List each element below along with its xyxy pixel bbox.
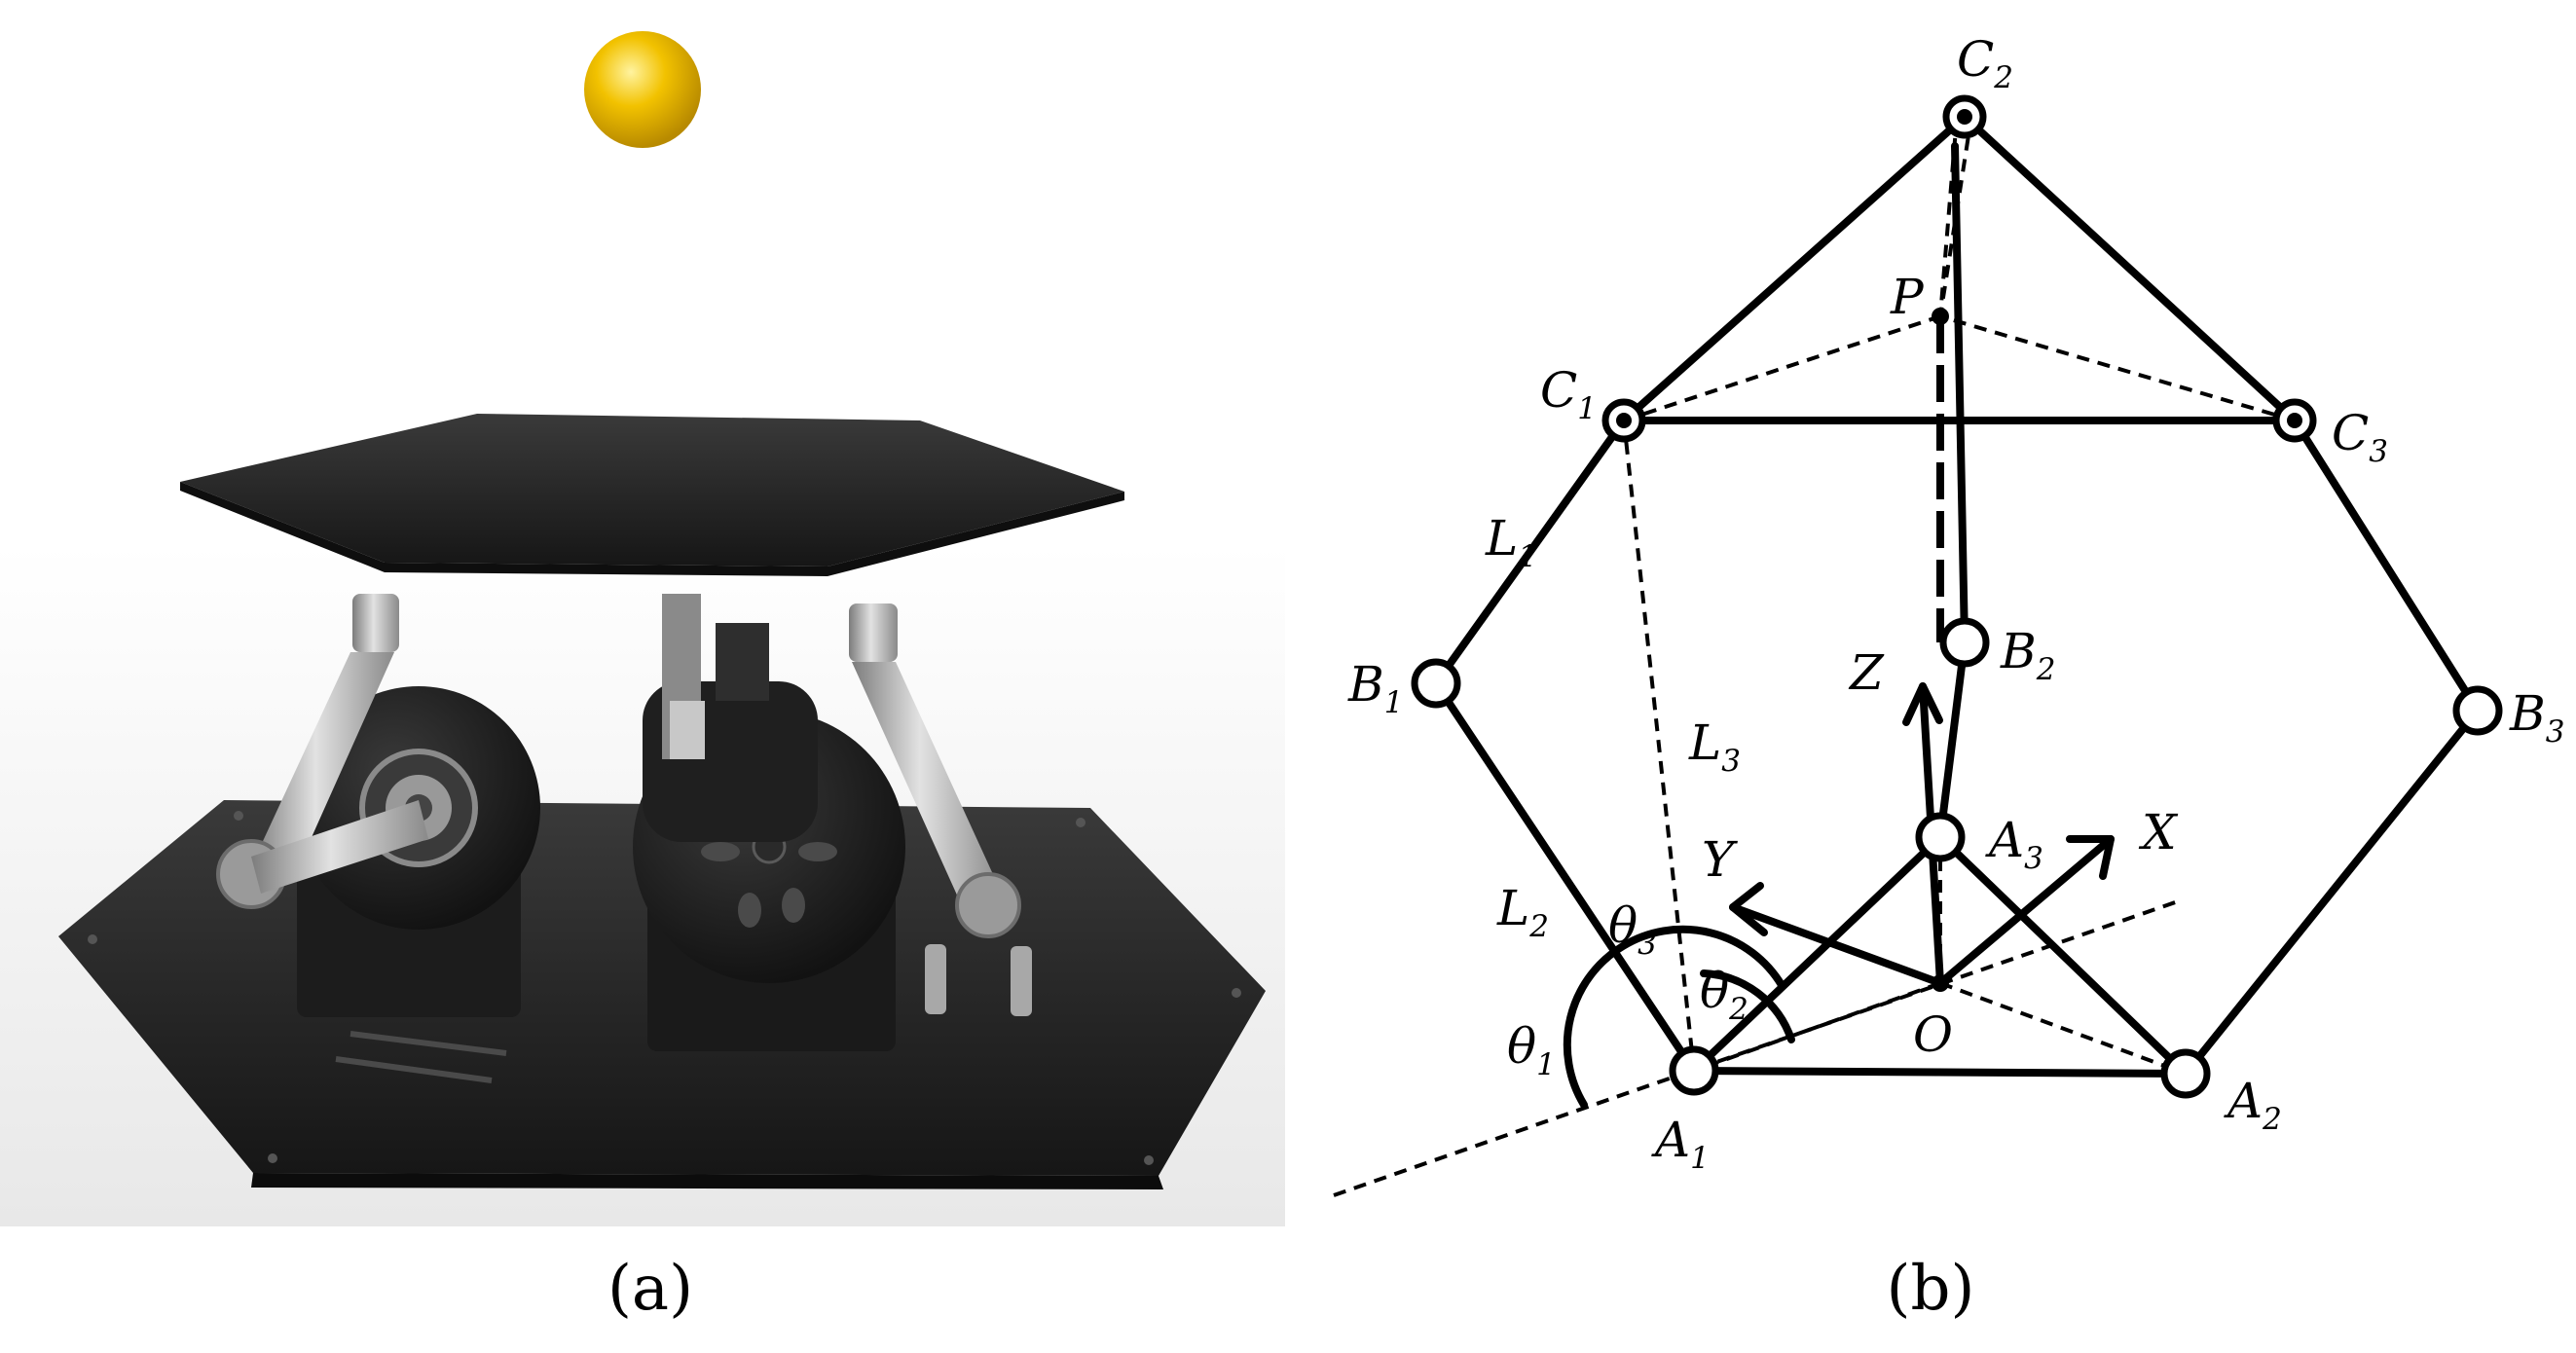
joint-b3	[2452, 685, 2503, 736]
base-plate-holes	[88, 811, 1241, 1165]
leg-right	[849, 603, 1032, 1016]
c1-vertical-dashed	[1622, 420, 1696, 1072]
x-axis	[1936, 835, 2115, 987]
label-theta1: θ1	[1507, 1018, 1556, 1082]
label-c2: C2	[1957, 31, 2013, 95]
joint-c1	[1601, 398, 1646, 443]
a1-a3-link	[1690, 833, 1944, 1075]
label-theta2: θ2	[1700, 963, 1748, 1027]
theta1-arc	[1563, 925, 1785, 1109]
point-o	[1932, 974, 1949, 992]
joint-a2	[2160, 1048, 2211, 1099]
label-b2: B2	[2000, 623, 2055, 687]
joint-b1	[1411, 658, 1461, 709]
label-a3: A3	[1985, 812, 2043, 876]
c1-p-dashed	[1623, 314, 1941, 422]
leg-left	[216, 594, 428, 909]
label-b3: B3	[2509, 685, 2564, 750]
point-p	[1932, 308, 1949, 325]
joint-c2	[1942, 94, 1987, 139]
a2-a3-link	[1936, 833, 2190, 1078]
label-a2: A2	[2224, 1073, 2282, 1137]
label-l1: L1	[1485, 510, 1537, 574]
y-axis	[1729, 903, 1944, 987]
label-c3: C3	[2332, 405, 2388, 469]
top-plate-edge	[180, 482, 1124, 576]
b2-c2-link	[1951, 142, 1969, 646]
o-a1-dashed	[1693, 981, 1941, 1073]
label-z: Z	[1848, 644, 1885, 701]
joint-a3	[1915, 812, 1966, 862]
label-c1: C1	[1540, 362, 1597, 426]
label-x: X	[2138, 804, 2179, 860]
label-a1: A1	[1651, 1112, 1710, 1176]
caption-a: (a)	[607, 1253, 693, 1325]
a3-b2-link	[1936, 639, 1969, 841]
render-panel	[0, 31, 1285, 1226]
joint-a1	[1669, 1045, 1719, 1096]
label-p: P	[1890, 269, 1925, 325]
label-o: O	[1913, 1006, 1953, 1063]
a1-a2-link	[1690, 1067, 2190, 1078]
label-theta3: θ3	[1608, 897, 1657, 962]
label-l2: L2	[1496, 880, 1549, 944]
c2-p-dashed-b	[1938, 116, 1973, 317]
label-l3: L3	[1688, 714, 1741, 779]
o-a2-dashed	[1939, 981, 2187, 1076]
caption-b: (b)	[1887, 1253, 1975, 1325]
base-plate-edge	[251, 1173, 1163, 1189]
ball	[584, 31, 701, 148]
leg-back	[662, 594, 705, 759]
joint-b2	[1939, 617, 1990, 668]
schematic-panel: C2 C1 C3 P L1 B1 B2 B3 Z L3 A3 X Y L2 θ3…	[1333, 31, 2564, 1197]
x-arrowhead	[2066, 835, 2115, 880]
top-plate	[180, 414, 1124, 567]
label-b1: B1	[1347, 656, 1403, 720]
y-arrowhead	[1729, 882, 1768, 936]
z-arrowhead	[1902, 682, 1943, 726]
joint-c3	[2272, 398, 2317, 443]
label-y: Y	[1702, 831, 1738, 888]
c3-p-dashed	[1939, 314, 2296, 422]
theta2-arc	[1700, 969, 1795, 1043]
